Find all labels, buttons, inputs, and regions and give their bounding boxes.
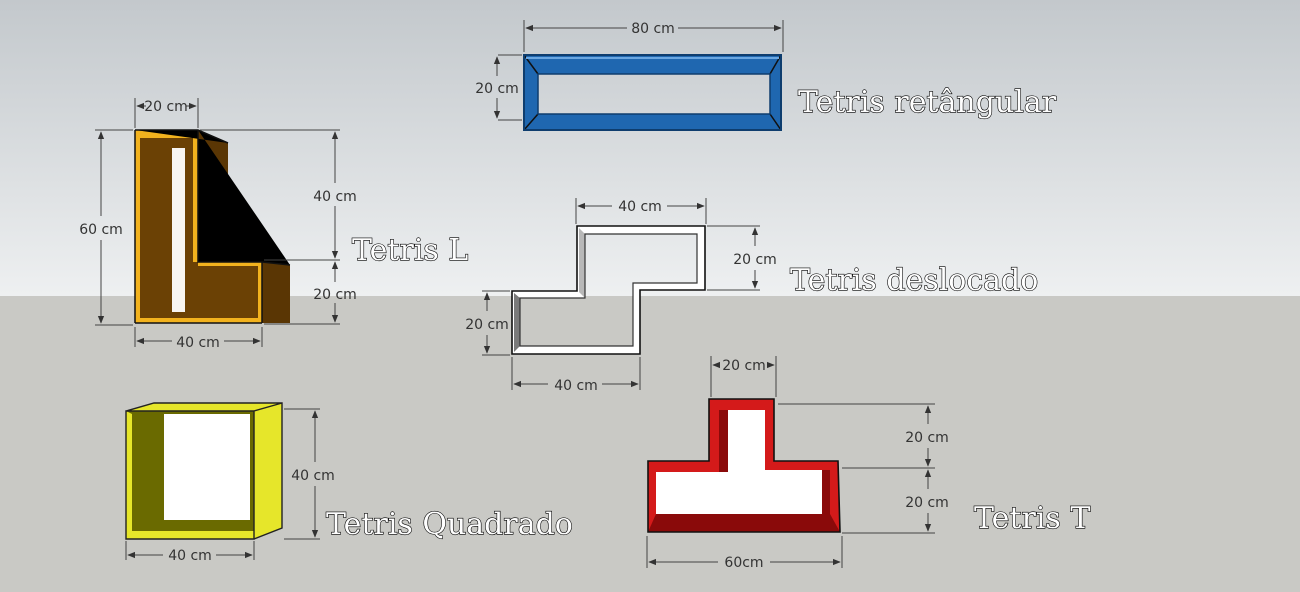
des-bottom-dimension: 40 cm <box>511 357 641 394</box>
t-bottom-label: 60cm <box>724 555 763 571</box>
quad-right-dimension: 40 cm <box>284 408 335 540</box>
l-shelf <box>134 129 291 324</box>
offset-shelf <box>511 225 706 355</box>
l-top-label: 20 cm <box>144 99 188 115</box>
des-bottom-label: 40 cm <box>554 378 598 394</box>
des-top-label: 40 cm <box>618 199 662 215</box>
label-t: Tetris T <box>974 501 1090 536</box>
l-top-dimension: 20 cm <box>134 98 199 128</box>
quad-bottom-dimension: 40 cm <box>125 541 255 564</box>
label-quadrado: Tetris Quadrado <box>326 507 573 542</box>
l-right-upper-label: 40 cm <box>313 189 357 205</box>
l-bottom-label: 40 cm <box>176 335 220 351</box>
square-shelf <box>125 402 283 540</box>
t-right-lower-label: 20 cm <box>905 495 949 511</box>
l-bottom-dimension: 40 cm <box>134 327 263 351</box>
l-height-dimension: 60 cm <box>79 129 133 326</box>
des-top-dimension: 40 cm <box>575 198 707 224</box>
label-l: Tetris L <box>352 233 468 268</box>
ret-height-label: 20 cm <box>475 81 519 97</box>
t-top-label: 20 cm <box>722 358 766 374</box>
des-right-dimension: 20 cm <box>707 225 777 291</box>
t-bottom-dimension: 60cm <box>646 536 843 571</box>
l-right-lower-label: 20 cm <box>313 287 357 303</box>
label-retangular: Tetris retângular <box>798 85 1057 120</box>
ret-width-dimension: 80 cm <box>523 20 784 52</box>
des-left-label: 20 cm <box>465 317 509 333</box>
quad-right-label: 40 cm <box>291 468 335 484</box>
des-right-label: 20 cm <box>733 252 777 268</box>
l-right-dimensions: 40 cm 20 cm <box>200 129 357 325</box>
quad-bottom-label: 40 cm <box>168 548 212 564</box>
label-deslocado: Tetris deslocado <box>790 263 1038 298</box>
des-left-dimension: 20 cm <box>465 290 510 356</box>
t-top-dimension: 20 cm <box>710 356 777 397</box>
t-shelf <box>647 398 841 533</box>
rectangular-shelf <box>523 54 782 131</box>
t-right-upper-label: 20 cm <box>905 430 949 446</box>
ret-width-label: 80 cm <box>631 21 675 37</box>
l-height-label: 60 cm <box>79 222 123 238</box>
ret-height-dimension: 20 cm <box>475 54 522 121</box>
t-right-dimensions: 20 cm 20 cm <box>778 403 949 534</box>
